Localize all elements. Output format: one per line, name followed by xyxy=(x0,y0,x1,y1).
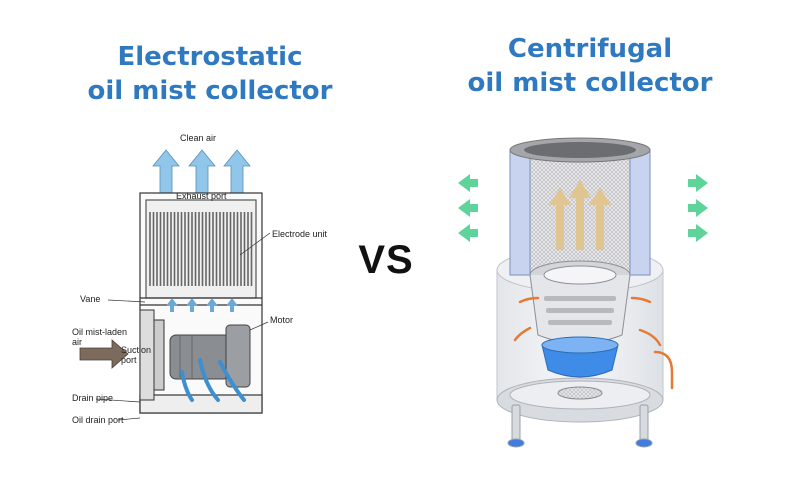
vane-assembly xyxy=(139,309,165,401)
exhaust-arrow-right-icon xyxy=(688,174,708,192)
electrode-unit-plates xyxy=(149,212,253,286)
base-plate xyxy=(509,380,651,410)
electrode-unit-label: Electrode unit xyxy=(272,229,328,239)
exhaust-arrow-left-icon xyxy=(458,199,478,217)
rising-arrow-icon xyxy=(589,188,611,250)
exhaust-arrow-left-icon xyxy=(458,174,478,192)
rising-arrow-icon xyxy=(569,180,591,250)
centrifugal-title: Centrifugal oil mist collector xyxy=(420,32,760,100)
inner-flow-arrows xyxy=(166,298,238,312)
exhaust-port-label: Exhaust port xyxy=(176,191,227,201)
rising-air-arrows xyxy=(549,180,611,250)
electrostatic-title: Electrostatic oil mist collector xyxy=(40,40,380,108)
electrostatic-title-line2: oil mist collector xyxy=(87,76,333,106)
motor-label: Motor xyxy=(270,315,294,325)
exhaust-arrow-right-icon xyxy=(688,224,708,242)
rising-arrow-icon xyxy=(549,188,571,250)
clean-air-label: Clean air xyxy=(180,133,217,143)
centrifugal-title-line1: Centrifugal xyxy=(507,34,673,64)
oil-drain-port-label: Oil drain port xyxy=(72,415,124,425)
vs-label: VS xyxy=(358,238,414,282)
suction-port-label-line2: port xyxy=(121,355,137,365)
centrifugal-title-line2: oil mist collector xyxy=(467,68,713,98)
oil-mist-label-line1: Oil mist-laden xyxy=(72,327,128,337)
clean-air-arrow-icon xyxy=(223,149,251,194)
exhaust-side-arrows xyxy=(458,174,708,242)
filter-cylinder xyxy=(509,137,651,276)
oil-flow-arrows xyxy=(513,296,674,390)
exhaust-arrow-right-icon xyxy=(688,199,708,217)
leader-lines xyxy=(95,232,271,421)
swirl-flow-arrows xyxy=(180,358,246,402)
impeller xyxy=(541,336,619,378)
exhaust-arrow-left-icon xyxy=(458,224,478,242)
suction-port-label-line1: Suction xyxy=(121,345,152,355)
vane-label: Vane xyxy=(80,294,101,304)
clean-air-arrow-icon xyxy=(188,149,216,194)
clean-air-arrows xyxy=(152,149,251,194)
drain-pipe-label: Drain pipe xyxy=(72,393,114,403)
support-legs xyxy=(507,404,653,448)
rotor-basket xyxy=(529,260,631,344)
oil-mist-label-line2: air xyxy=(72,337,83,347)
electrostatic-title-line1: Electrostatic xyxy=(117,42,303,72)
motor xyxy=(169,324,251,388)
inlet-arrow-icon xyxy=(79,339,129,369)
clean-air-arrow-icon xyxy=(152,149,180,194)
